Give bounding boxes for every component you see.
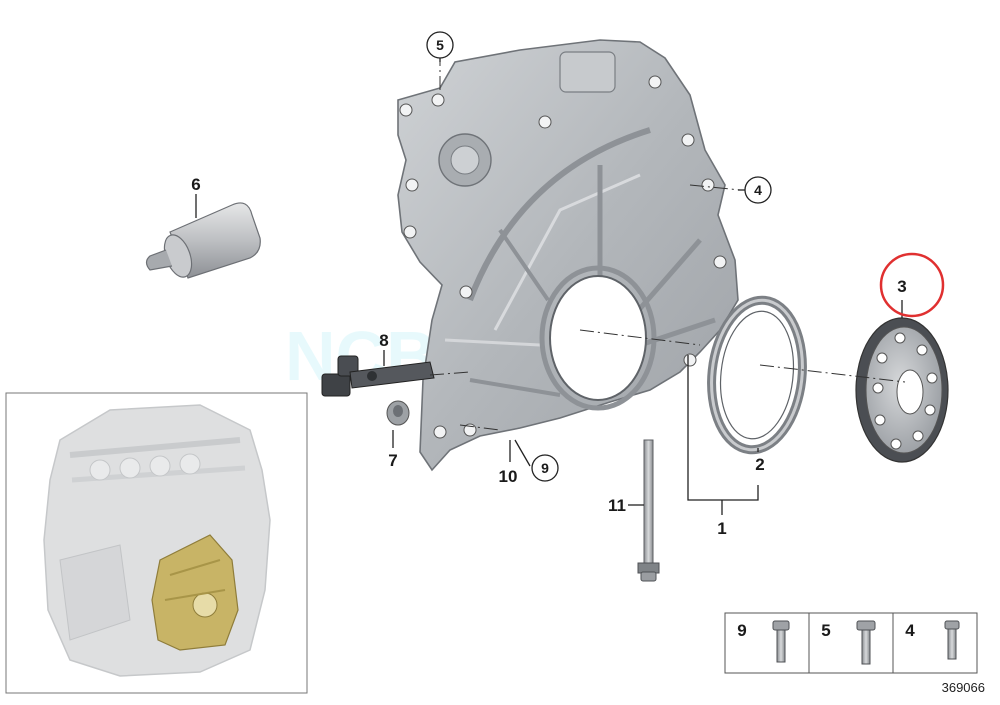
callout-7: 7 — [388, 451, 397, 470]
callout-3: 3 — [897, 277, 906, 296]
bolt-table-number-5: 5 — [821, 621, 830, 640]
callout-11: 11 — [608, 496, 626, 515]
callout-6: 6 — [191, 175, 200, 194]
callout-9: 9 — [541, 460, 549, 476]
timing-case-cover — [397, 39, 739, 472]
sensor — [321, 355, 435, 397]
sleeve — [386, 400, 410, 426]
callout-circle-9 — [531, 454, 559, 482]
bolt-table: 9 5 4 — [724, 612, 978, 674]
sealant-tube — [145, 202, 261, 279]
callout-1: 1 — [717, 519, 726, 538]
callout-5: 5 — [436, 37, 444, 53]
callout-2: 2 — [755, 455, 764, 474]
callout-8: 8 — [379, 331, 388, 350]
callout-circle-5 — [426, 31, 454, 59]
long-bolt — [637, 439, 660, 582]
bolt-icon — [856, 620, 876, 665]
callout-4: 4 — [754, 182, 762, 198]
bolt-table-number-9: 9 — [737, 621, 746, 640]
bolt-table-frame — [724, 612, 978, 674]
engine-overview-inset — [5, 392, 308, 694]
highlight-circle — [879, 252, 945, 318]
bolt-icon — [944, 620, 960, 660]
callout-10: 10 — [499, 467, 518, 486]
callout-circle-4 — [744, 176, 772, 204]
bolt-icon — [772, 620, 790, 663]
shaft-seal — [707, 295, 807, 455]
diagram-reference-number: 369066 — [942, 680, 985, 695]
bolt-table-number-4: 4 — [905, 621, 915, 640]
pulse-disk — [855, 317, 949, 463]
